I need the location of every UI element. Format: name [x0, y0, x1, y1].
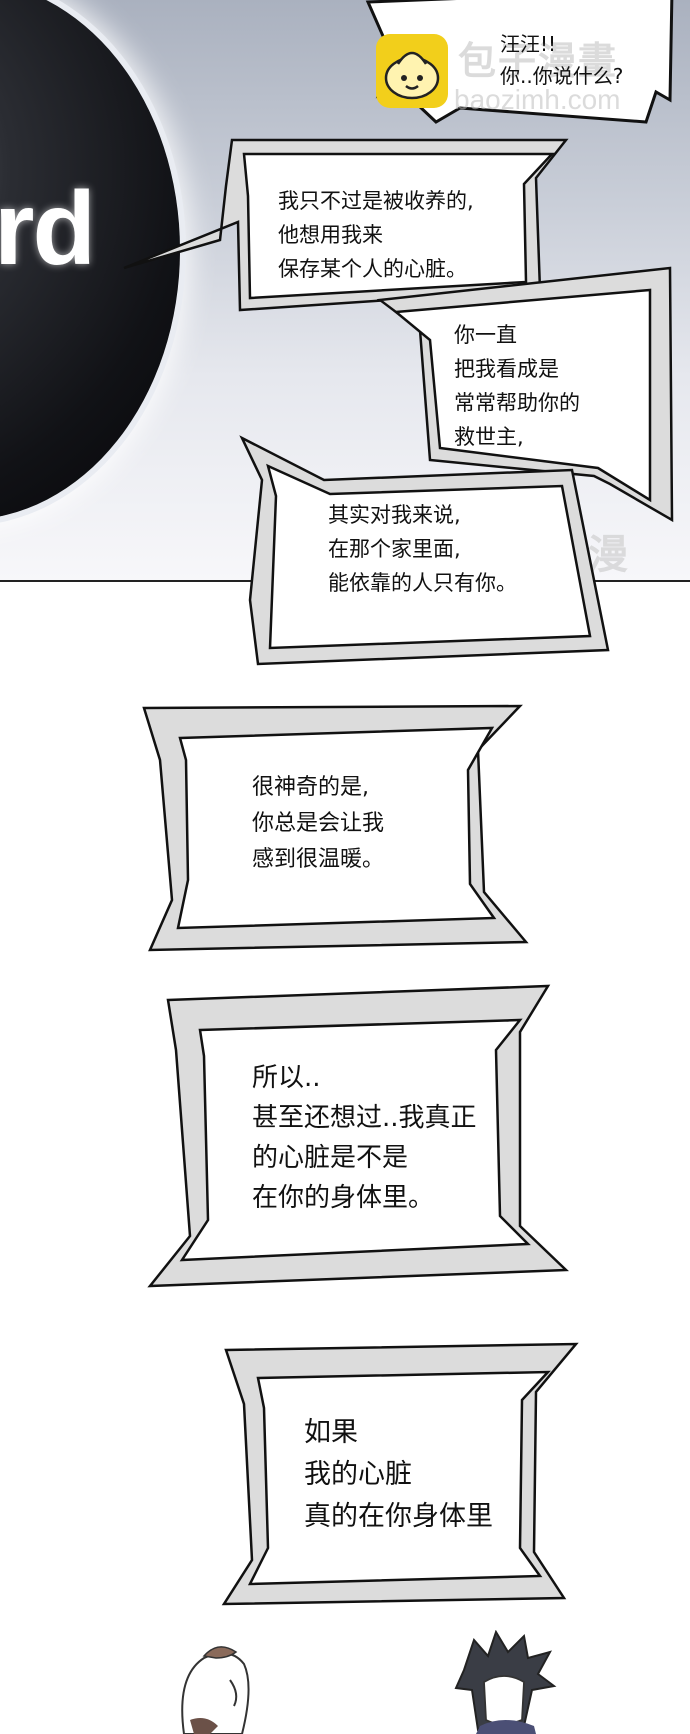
- speech-frame-3: [239, 435, 610, 666]
- speech-text-1: 我只不过是被收养的, 他想用我来 保存某个人的心脏。: [278, 189, 474, 281]
- orb-label: rd: [0, 171, 96, 287]
- speech-frame-5: [147, 984, 569, 1288]
- speech-frame-1: [123, 138, 569, 312]
- character-left: [181, 1646, 250, 1734]
- watermark-url: baozimh.com: [454, 84, 621, 115]
- speech-frame-4: [142, 704, 529, 952]
- speech-text-3: 其实对我来说, 在那个家里面, 能依靠的人只有你。: [328, 503, 517, 595]
- watermark-title: 包子漫畫: [458, 39, 619, 83]
- speech-text-5: 所以.. 甚至还想过..我真正 的心脏是不是 在你的身体里。: [252, 1063, 477, 1213]
- speech-frame-6: [221, 1342, 579, 1606]
- character-right: [454, 1630, 557, 1734]
- speech-text-2: 你一直 把我看成是 常常帮助你的 救世主,: [454, 323, 580, 449]
- bun-logo-icon: [376, 34, 448, 108]
- speech-text-6: 如果 我的心脏 真的在你身体里: [304, 1417, 493, 1532]
- shout-text: 汪汪!! 你..你说什么?: [500, 32, 624, 88]
- speech-frame-2: [376, 266, 674, 523]
- speech-text-4: 很神奇的是, 你总是会让我 感到很温暖。: [252, 775, 385, 872]
